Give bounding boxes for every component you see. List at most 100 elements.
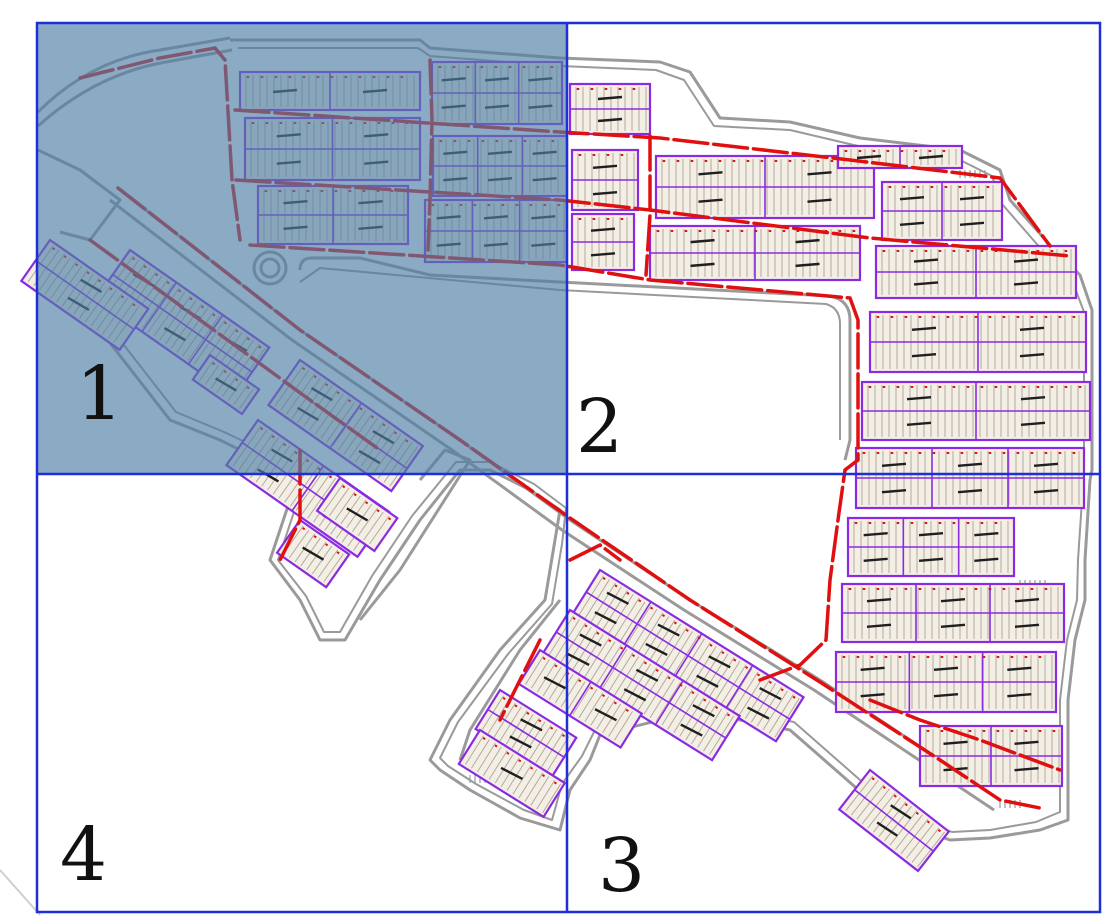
inverter-label-mark (1014, 623, 1040, 628)
solar-block (860, 380, 1092, 442)
solar-block-terminals (482, 736, 557, 785)
solar-block (836, 144, 964, 170)
inverter-label-mark (1013, 281, 1039, 286)
inverter-label-mark (1007, 693, 1032, 698)
quadrant-1-label[interactable]: 1 (76, 351, 123, 437)
inverter-label-mark (680, 723, 703, 737)
page-corner-mark (0, 869, 41, 916)
inverter-label-mark (957, 489, 983, 494)
inverter-label-mark (913, 281, 939, 286)
inverter-label-mark (592, 164, 618, 169)
solar-block-terminals (602, 576, 796, 699)
inverter-label-mark (690, 262, 715, 268)
solar-block (846, 516, 1016, 578)
quadrant-1-highlight[interactable] (37, 23, 567, 474)
solar-block-terminals (576, 88, 636, 90)
solar-block (834, 650, 1058, 714)
distribution-line (644, 134, 652, 277)
solar-block-terminals (854, 522, 998, 524)
inverter-label-mark (543, 676, 567, 690)
inverter-label-mark (1014, 598, 1040, 603)
solar-block (854, 446, 1086, 510)
solar-block (918, 724, 1064, 788)
inverter-label-mark (1019, 326, 1045, 331)
inverter-label-mark (645, 642, 668, 657)
solar-block-terminals (572, 616, 731, 717)
inverter-label-mark (1033, 462, 1059, 467)
solar-block (275, 518, 351, 589)
inverter-label-mark (913, 258, 939, 263)
solar-block (837, 768, 951, 873)
quadrant-4-label[interactable]: 4 (60, 812, 107, 898)
inverter-label-mark (974, 532, 999, 537)
inverter-label-mark (1020, 396, 1046, 401)
quadrant-grid-frame (35, 21, 1102, 914)
inverter-label-mark (881, 462, 907, 467)
inverter-label-mark (899, 196, 925, 201)
inverter-label-mark (876, 821, 898, 837)
solar-block (568, 82, 652, 136)
inverter-label-mark (579, 633, 602, 647)
quadrant-grid (35, 21, 1102, 914)
solar-block-dividers (650, 226, 860, 280)
courtyard-road-inner (299, 267, 841, 440)
solar-block (648, 224, 862, 282)
solar-block (315, 476, 399, 553)
solar-block (880, 180, 1004, 242)
distribution-line (568, 542, 622, 562)
inverter-label-mark (866, 598, 892, 603)
inverter-label-mark (500, 766, 524, 781)
inverter-label-mark (567, 652, 590, 666)
distribution-line (498, 638, 542, 722)
quadrant-3-label[interactable]: 3 (598, 823, 645, 909)
inverter-label-mark (918, 154, 944, 160)
inverter-label-mark (597, 95, 623, 101)
inverter-label-mark (856, 154, 882, 160)
inverter-label-mark (590, 252, 616, 257)
inverter-label-mark (692, 704, 715, 718)
distribution-line (868, 698, 1062, 772)
solar-block (457, 728, 567, 819)
inverter-label-mark (881, 489, 907, 494)
inverter-label-mark (906, 421, 932, 426)
inverter-label-mark (959, 196, 985, 201)
inverter-label-mark (957, 462, 983, 467)
inverter-label-mark (746, 706, 770, 720)
inverter-label-mark (690, 238, 715, 244)
solar-block-dividers (836, 652, 1056, 712)
inverter-label-mark (940, 598, 966, 603)
inverter-label-mark (860, 666, 885, 671)
solar-block-terminals (842, 656, 1042, 658)
solar-block-dividers (848, 518, 1014, 576)
parking-stripes-d (999, 800, 1021, 808)
inverter-label-mark (520, 718, 543, 732)
solar-block-dividers (656, 156, 874, 218)
inverter-label-mark (1007, 666, 1032, 671)
solar-block-terminals (876, 316, 1076, 318)
solar-block-terminals (302, 527, 340, 555)
quadrant-2-label[interactable]: 2 (576, 384, 623, 470)
solar-block-dividers (842, 584, 1064, 642)
solar-block-dividers (555, 631, 727, 739)
inverter-label-mark (302, 546, 325, 561)
inverter-label-mark (698, 171, 723, 176)
solar-block (570, 148, 640, 212)
solar-block (874, 244, 1078, 300)
solar-block (540, 608, 742, 762)
inverter-label-mark (1020, 421, 1046, 426)
inverter-label-mark (1014, 740, 1039, 745)
solar-block-terminals (844, 150, 946, 152)
inverter-label-mark (795, 262, 820, 268)
inverter-label-mark (943, 740, 968, 745)
inverter-label-mark (860, 693, 885, 698)
inverter-label-mark (592, 191, 618, 196)
inverter-label-mark (623, 688, 647, 702)
inverter-label-mark (807, 171, 832, 176)
solar-block-terminals (578, 154, 624, 156)
inverter-label-mark (940, 623, 966, 628)
inverter-label-mark (594, 611, 617, 625)
inverter-label-mark (974, 557, 999, 562)
inverter-label-mark (906, 396, 932, 401)
inverter-label-mark (657, 623, 680, 637)
